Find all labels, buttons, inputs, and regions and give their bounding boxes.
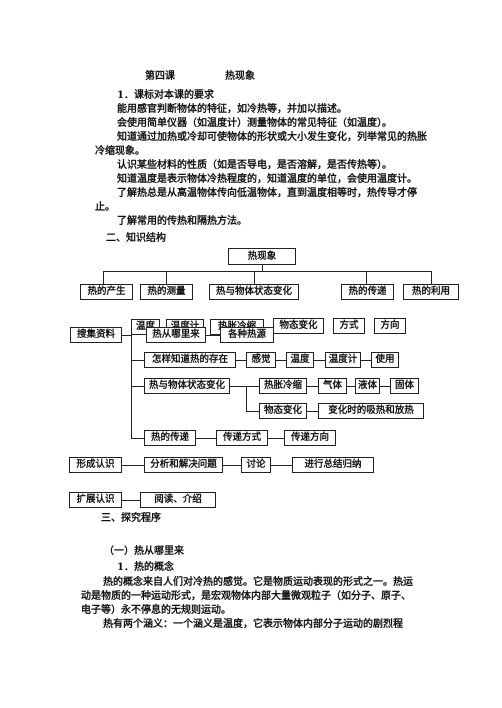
connector xyxy=(307,386,318,387)
connector xyxy=(103,271,432,272)
node-extend-understanding: 扩展认识 xyxy=(69,492,122,508)
node-detect-heat: 怎样知道热的存在 xyxy=(144,352,236,368)
connector xyxy=(122,465,144,466)
node-thermal-expansion: 热胀冷缩 xyxy=(259,378,307,394)
concept-line-1: 热的概念来自人们对冷热的感觉。它是物质运动表现的形式之一。热运 xyxy=(103,577,413,588)
connector xyxy=(223,465,241,466)
section4-heading: （一）热从哪里来 xyxy=(104,546,184,557)
connector xyxy=(268,438,284,439)
node-read-introduce: 阅读、介绍 xyxy=(140,492,216,508)
req-line-9: 了解常用的传热和隔热方法。 xyxy=(117,216,247,227)
connector xyxy=(166,271,167,284)
node-heat-and-state: 热与物体状态变化 xyxy=(144,378,230,394)
concept-line-3: 电子等）永不停息的无规则运动。 xyxy=(81,605,231,616)
node-heat-state-change: 热与物体状态变化 xyxy=(209,284,299,300)
node-summarize: 进行总结归纳 xyxy=(292,457,374,473)
req-line-6: 知道温度是表示物体冷热程度的，知道温度的单位，会使用温度计。 xyxy=(117,174,417,185)
node-heat-sources: 各种热源 xyxy=(220,327,274,343)
node-analyze-solve: 分析和解决问题 xyxy=(144,457,223,473)
req-line-4: 冷缩现象。 xyxy=(95,146,145,157)
connector xyxy=(131,360,144,361)
connector xyxy=(246,411,259,412)
connector xyxy=(366,271,367,284)
connector xyxy=(236,360,246,361)
req-line-1: 能用感官判断物体的特征，如冷热等，并加以描述。 xyxy=(117,104,347,115)
section3-heading: 三、探究程序 xyxy=(101,513,161,524)
connector xyxy=(314,360,325,361)
node-heat-use: 热的利用 xyxy=(403,284,459,300)
req-line-3: 知道通过加热或冷却可使物体的形状或大小发生变化，列举常见的热胀 xyxy=(117,132,427,143)
connector xyxy=(230,386,259,387)
section2-heading: 二、知识结构 xyxy=(106,233,166,244)
node-temp: 温度 xyxy=(286,352,314,368)
lesson-number: 第四课 xyxy=(145,71,175,82)
connector xyxy=(254,271,255,284)
connector xyxy=(271,465,292,466)
connector xyxy=(276,360,286,361)
connector xyxy=(131,335,132,439)
node-form-understanding: 形成认识 xyxy=(69,457,122,473)
node-transfer-method: 传递方式 xyxy=(216,430,268,446)
req-line-2: 会使用简单仪器（如温度计）测量物体的常见特征（如温度）。 xyxy=(117,118,392,129)
node-collect-materials: 搜集资料 xyxy=(70,327,122,343)
node-heat-measure: 热的测量 xyxy=(140,284,193,300)
section4-sub: 1．热的概念 xyxy=(117,562,174,573)
node-discussion: 讨论 xyxy=(241,457,271,473)
connector xyxy=(196,438,216,439)
req-line-8: 止。 xyxy=(95,202,115,213)
node-state-change: 物态变化 xyxy=(259,403,307,419)
node-heat-origin: 热的产生 xyxy=(80,284,133,300)
connector xyxy=(380,386,390,387)
connector xyxy=(307,411,318,412)
connector xyxy=(262,264,263,271)
node-sensation: 感觉 xyxy=(246,352,276,368)
node-heat-conduction: 热的传递 xyxy=(144,430,196,446)
connector xyxy=(122,500,140,501)
node-gas: 气体 xyxy=(318,378,347,394)
concept-line-2: 动是物质的一种运动形式，是宏观物体内部大量微观粒子（如分子、原子、 xyxy=(81,591,411,602)
connector xyxy=(347,386,355,387)
connector xyxy=(206,335,220,336)
node-solid: 固体 xyxy=(390,378,419,394)
connector xyxy=(361,360,371,361)
node-transfer-direction: 方向 xyxy=(374,318,406,334)
node-where-heat-from: 热从哪里来 xyxy=(146,327,206,343)
node-liquid: 液体 xyxy=(355,378,380,394)
connector xyxy=(120,335,132,336)
req-line-7: 了解热总是从高温物体传向低温物体，直到温度相等时，热传导才停 xyxy=(117,188,417,199)
connector xyxy=(131,438,144,439)
lesson-topic: 热现象 xyxy=(225,71,255,82)
connector xyxy=(103,271,104,284)
node-usage: 使用 xyxy=(371,352,399,368)
connector xyxy=(431,271,432,284)
req-line-5: 认识某些材料的性质（如是否导电，是否溶解，是否传热等）。 xyxy=(117,160,392,171)
node-transfer-mode: 方式 xyxy=(333,318,365,334)
node-heat-absorb-release: 变化时的吸热和放热 xyxy=(318,403,424,419)
root-node: 热现象 xyxy=(228,248,296,265)
connector xyxy=(131,386,144,387)
concept-line-4: 热有两个涵义：一个涵义是温度，它表示物体内部分子运动的剧烈程 xyxy=(103,619,403,630)
node-heat-transfer: 热的传递 xyxy=(341,284,394,300)
node-thermo: 温度计 xyxy=(325,352,361,368)
connector xyxy=(246,386,247,412)
node-phase-change: 物态变化 xyxy=(273,318,324,334)
section1-heading: 1．课标对本课的要求 xyxy=(117,90,214,101)
node-transfer-dir: 传递方向 xyxy=(284,430,336,446)
